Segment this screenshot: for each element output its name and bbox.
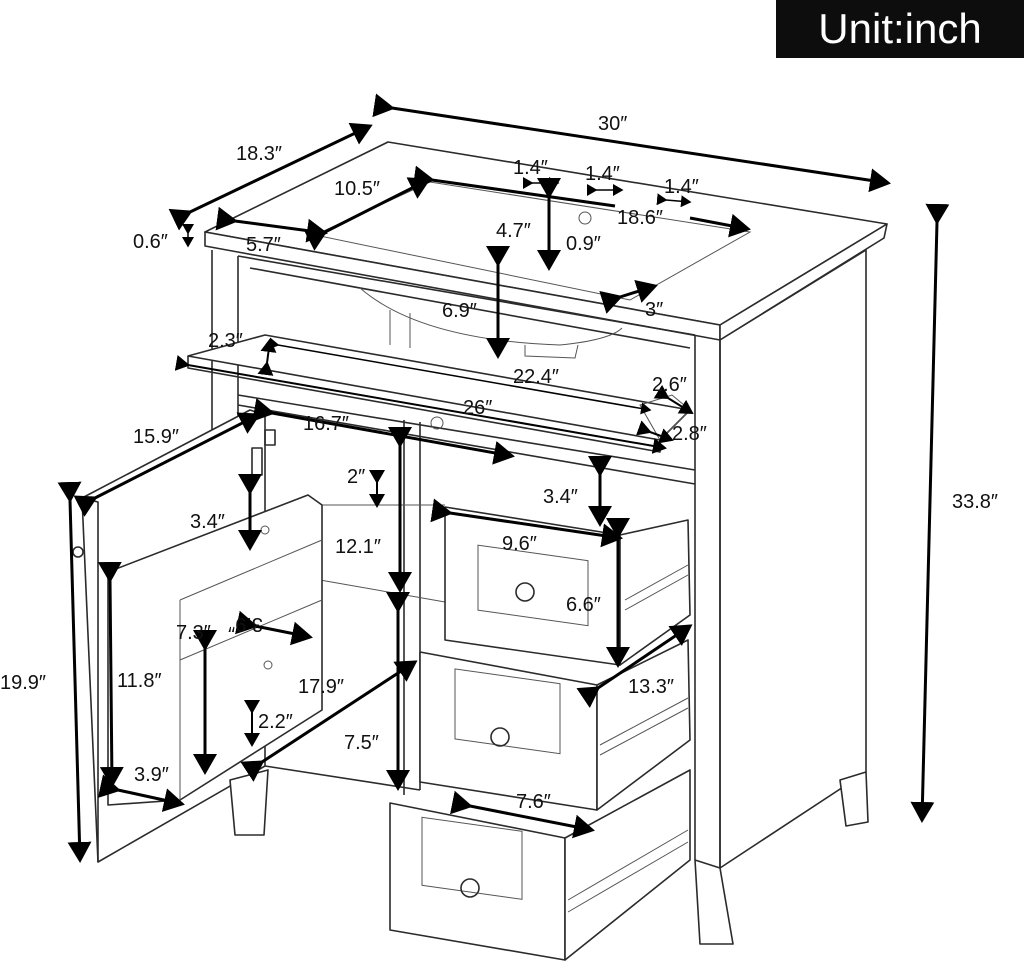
label-height-total: 33.8″ (952, 491, 998, 513)
label-drain-hole: 0.9″ (566, 233, 601, 255)
label-drawer-width: 9.6″ (502, 533, 537, 555)
label-basin-height: 6.9″ (442, 300, 477, 322)
unit-label: Unit:inch (776, 0, 1024, 58)
label-inner-width: 16.7″ (303, 413, 349, 435)
label-tilt-side-a: 2.6″ (652, 374, 687, 396)
label-drawer-height: 6.6″ (566, 594, 601, 616)
label-tilt-side-b: 2.8″ (672, 423, 707, 445)
label-hole-spacing-1: 1.4″ (513, 157, 548, 179)
label-rack-bottom-gap: 2.2″ (258, 711, 293, 733)
label-width-total: 30″ (598, 113, 627, 135)
label-rack-top-gap: 3.4″ (190, 511, 225, 533)
label-tilt-drawer-height: 2.3″ (208, 330, 243, 352)
dimension-arrows (57, 93, 950, 863)
label-rack-depth: 3.9″ (134, 764, 169, 786)
label-shelf-clearance-lower: 7.5″ (344, 732, 379, 754)
label-inner-depth: 17.9″ (298, 676, 344, 698)
label-basin-depth: 10.5″ (334, 178, 380, 200)
label-hole-spacing-3: 1.4″ (664, 176, 699, 198)
label-tilt-drawer-width: 26″ (463, 397, 492, 419)
label-tilt-inner-width: 22.4″ (513, 366, 559, 388)
label-rack-shelf-height: 7.3″ (176, 622, 211, 644)
label-basin-front-offset: 5.7″ (246, 234, 281, 256)
label-shelf-top-gap: 2″ (347, 466, 365, 488)
label-drawer-inner-depth: 7.6″ (516, 791, 551, 813)
label-hole-spacing-2: 1.4″ (585, 163, 620, 185)
label-drawer-depth: 13.3″ (628, 676, 674, 698)
label-basin-side-gap: 3″ (645, 299, 663, 321)
cabinet-outline (72, 141, 888, 961)
label-shelf-clearance-upper: 12.1″ (335, 536, 381, 558)
label-drawer-top-gap: 3.4″ (543, 486, 578, 508)
label-rack-depth-mirrored: 3.9″ (228, 613, 263, 635)
label-door-height: 19.9″ (0, 672, 46, 694)
label-rack-height: 11.8″ (117, 670, 162, 692)
label-depth-total: 18.3″ (236, 143, 282, 165)
label-door-width: 15.9″ (133, 426, 179, 448)
label-basin-width: 18.6″ (617, 207, 663, 229)
label-back-to-hole: 4.7″ (496, 220, 531, 242)
dimension-labels: 30″ 18.3″ 33.8″ 0.6″ 5.7″ 10.5″ 1.4″ 1.4… (0, 113, 998, 813)
label-top-thickness: 0.6″ (133, 231, 168, 253)
